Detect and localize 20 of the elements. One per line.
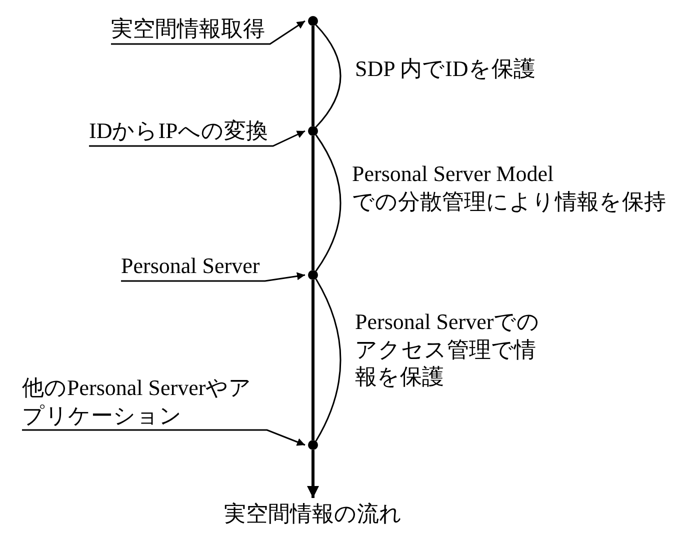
arc-connector: [315, 134, 342, 272]
flow-line: [312, 280, 314, 440]
junction-dot: [308, 126, 318, 136]
junction-dot: [308, 440, 318, 450]
junction-dot: [308, 270, 318, 280]
caption-label: 実空間情報の流れ: [224, 500, 402, 528]
leader-arrow: [121, 272, 306, 282]
flow-line: [312, 26, 314, 126]
step-label: Personal Server: [121, 252, 260, 280]
flow-line: [312, 136, 314, 270]
step-label: 実空間情報取得: [111, 15, 265, 44]
arc-connector: [315, 278, 342, 442]
leader-arrow: [89, 130, 306, 147]
leader-arrow: [111, 20, 306, 45]
flow-arrow: [307, 450, 319, 498]
leader-arrow: [22, 429, 306, 446]
step-label: IDからIPへの変換: [89, 117, 268, 146]
arc-connector: [315, 24, 342, 128]
step-label: 他のPersonal Serverやアプリケーション: [22, 374, 262, 430]
junction-dot: [308, 16, 318, 26]
